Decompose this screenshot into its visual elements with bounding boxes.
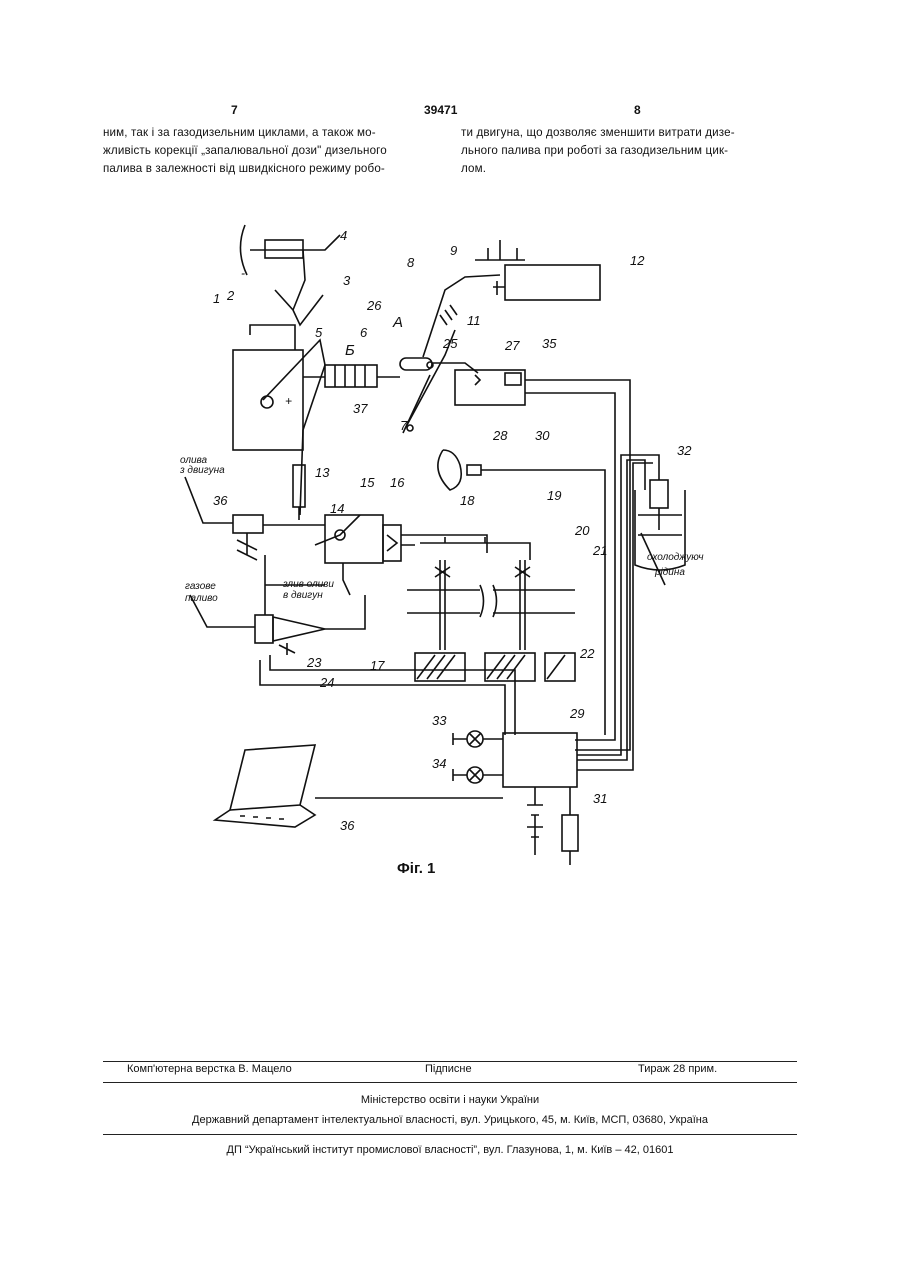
label-8: 8 xyxy=(407,255,415,270)
label-36-laptop: 36 xyxy=(340,818,355,833)
signed-note: Підписне xyxy=(425,1063,472,1075)
label-37: 37 xyxy=(353,401,368,416)
label-26: 26 xyxy=(366,298,382,313)
label-17: 17 xyxy=(370,658,385,673)
typesetting-credit: Комп'ютерна верстка В. Мацело xyxy=(127,1063,292,1075)
label-30: 30 xyxy=(535,428,550,443)
text-column-right: ти двигуна, що дозволяє зменшити витрати… xyxy=(461,124,791,178)
label-28: 28 xyxy=(492,428,508,443)
label-B: Б xyxy=(345,342,355,359)
label-4: 4 xyxy=(340,228,347,243)
label-20: 20 xyxy=(574,523,590,538)
label-21: 21 xyxy=(592,543,607,558)
note-drain-2: в двигун xyxy=(283,590,323,601)
controller-box xyxy=(503,733,577,787)
schematic-diagram: 1 2 3 4 5 6 7 8 9 11 12 13 14 15 16 17 1… xyxy=(175,215,735,865)
footer-rule xyxy=(103,1134,797,1135)
label-34: 34 xyxy=(432,756,446,771)
page-number-left: 7 xyxy=(231,103,238,117)
label-2: 2 xyxy=(226,288,235,303)
note-coolant-2: рідина xyxy=(654,567,685,578)
footer-rule xyxy=(103,1082,797,1083)
patent-number: 39471 xyxy=(424,103,457,117)
institute-line: ДП “Український інститут промислової вла… xyxy=(103,1144,797,1156)
label-minus: - xyxy=(241,266,245,280)
label-33: 33 xyxy=(432,713,447,728)
circulation-note: Тираж 28 прим. xyxy=(638,1063,717,1075)
label-13: 13 xyxy=(315,465,330,480)
label-11: 11 xyxy=(467,313,481,328)
label-23: 23 xyxy=(306,655,322,670)
label-31: 31 xyxy=(593,791,607,806)
department-line: Державний департамент інтелектуальної вл… xyxy=(103,1114,797,1126)
label-24: 24 xyxy=(319,675,334,690)
note-drain-1: злив оливи xyxy=(282,579,334,590)
label-32: 32 xyxy=(677,443,692,458)
label-5: 5 xyxy=(315,325,323,340)
text-line: лом. xyxy=(461,160,791,178)
text-line: льного палива при роботі за газодизельни… xyxy=(461,142,791,160)
label-36-valve: 36 xyxy=(213,493,228,508)
text-line: ним, так і за газодизельним циклами, а т… xyxy=(103,124,425,142)
label-3: 3 xyxy=(343,273,351,288)
label-19: 19 xyxy=(547,488,561,503)
label-15: 15 xyxy=(360,475,375,490)
label-A: А xyxy=(392,314,403,331)
footer-rule xyxy=(103,1061,797,1062)
label-14: 14 xyxy=(330,501,344,516)
label-27: 27 xyxy=(504,338,520,353)
note-gas-1: газове xyxy=(185,581,216,592)
label-25: 25 xyxy=(442,336,458,351)
note-oil-in-2: з двигуна xyxy=(179,465,225,476)
label-7: 7 xyxy=(400,418,408,433)
engine-block xyxy=(233,350,303,450)
text-column-left: ним, так і за газодизельним циклами, а т… xyxy=(103,124,425,178)
label-35: 35 xyxy=(542,336,557,351)
label-6: 6 xyxy=(360,325,368,340)
text-line: ти двигуна, що дозволяє зменшити витрати… xyxy=(461,124,791,142)
note-gas-2: паливо xyxy=(185,593,218,604)
label-16: 16 xyxy=(390,475,405,490)
note-coolant-1: охолоджуюч xyxy=(647,552,704,563)
label-18: 18 xyxy=(460,493,475,508)
text-line: палива в залежності від швидкісного режи… xyxy=(103,160,425,178)
label-12: 12 xyxy=(630,253,645,268)
ministry-line: Міністерство освіти і науки України xyxy=(103,1094,797,1106)
figure-caption: Фіг. 1 xyxy=(397,860,435,877)
label-plus: + xyxy=(285,394,292,408)
text-line: жливість корекції „запалювальної дози" д… xyxy=(103,142,425,160)
label-9: 9 xyxy=(450,243,457,258)
label-29: 29 xyxy=(569,706,584,721)
label-1: 1 xyxy=(213,291,220,306)
page-number-right: 8 xyxy=(634,103,641,117)
label-22: 22 xyxy=(579,646,595,661)
